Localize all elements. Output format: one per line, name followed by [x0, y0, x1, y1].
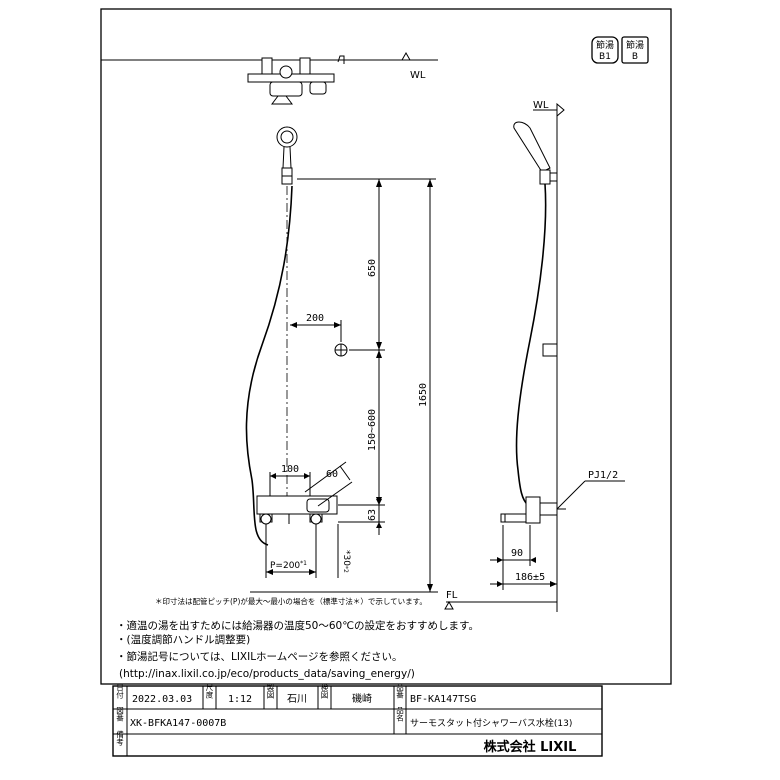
tb-check-label: 検図 — [320, 682, 329, 700]
side-hose — [515, 183, 547, 506]
sheet-frame — [100, 8, 672, 685]
tb-product-label: 品番 — [395, 683, 404, 700]
note-line-4: (http://inax.lixil.co.jp/eco/products_da… — [119, 668, 415, 680]
badge1-top: 節湯 — [596, 39, 614, 51]
front-shower-head — [276, 126, 298, 185]
tb-company: 株式会社 LIXIL — [484, 739, 577, 755]
tb-name: サーモスタット付シャワーバス水栓(13) — [410, 717, 572, 729]
front-top-fixture — [247, 55, 345, 105]
dim-200-text: 200 — [306, 313, 324, 324]
dim-pitch: P=200*1 *30*2 — [265, 524, 351, 578]
fl-label: FL — [446, 590, 458, 601]
dim-150-600: 150~600 — [367, 350, 382, 505]
front-hose — [245, 185, 293, 546]
title-block: 日付 2022.03.03 尺度 1:12 製図 石川 検図 磯崎 品番 BF-… — [112, 682, 603, 757]
dim-186-text: 186±5 — [515, 572, 545, 583]
dim-63-text: 63 — [367, 509, 378, 521]
badge2-top: 節湯 — [626, 39, 644, 51]
note-line-1: ・適温の湯を出すためには給湯器の温度50～60℃の設定をおすすめします。 — [116, 619, 479, 632]
dim-1650: 1650 — [385, 178, 436, 592]
pj-callout: PJ1/2 — [556, 470, 625, 510]
saving-badge-b: 節湯 B — [621, 36, 649, 64]
front-faucet-body — [256, 495, 338, 525]
dim-650-text: 650 — [367, 259, 378, 277]
dim-90-text: 90 — [511, 548, 523, 559]
front-bracket — [334, 343, 348, 357]
pitch-label: P=200*1 — [270, 560, 307, 571]
dim-1650-text: 1650 — [418, 383, 429, 407]
tb-product: BF-KA147TSG — [410, 694, 476, 705]
dim-100: 100 — [269, 464, 311, 496]
tb-check: 磯崎 — [352, 692, 372, 705]
dim-150-600-text: 150~600 — [367, 409, 378, 451]
dim-186: 186±5 — [490, 566, 557, 590]
wl-side-marker: WL — [533, 100, 565, 118]
dim-60-text: 60 — [326, 469, 338, 480]
dim-90: 90 — [490, 525, 536, 566]
side-bracket — [542, 343, 558, 357]
fl-marker: FL — [444, 590, 557, 610]
badge1-bottom: B1 — [599, 52, 611, 62]
pitch-note: *30*2 — [341, 550, 351, 573]
note-line-3: ・節湯記号については、LIXILホームページを参照ください。 — [116, 650, 403, 663]
tb-date-label: 日付 — [115, 683, 124, 700]
tb-scale-label: 尺度 — [205, 683, 214, 700]
tb-drawn-label: 製図 — [266, 682, 275, 700]
notes: ・適温の湯を出すためには給湯器の温度50～60℃の設定をおすすめします。 ・(温… — [116, 619, 479, 680]
dim-200: 200 — [290, 313, 342, 342]
wl-top-marker: WL — [401, 51, 426, 81]
tb-name-label: 品名 — [396, 706, 405, 723]
side-shower-head — [513, 121, 558, 185]
note-line-2: ・(温度調節ハンドル調整要) — [116, 633, 250, 646]
badge2-bottom: B — [632, 52, 638, 62]
footnote-pitch: ＊印寸法は配管ピッチ(P)が最大～最小の場合を（標準寸法＊）で示しています。 — [155, 596, 427, 606]
tb-drawing-label: 図番 — [115, 706, 124, 723]
tb-scale: 1:12 — [228, 694, 252, 705]
tb-date: 2022.03.03 — [132, 694, 192, 705]
dim-63: 63 — [367, 499, 382, 535]
side-faucet — [500, 496, 566, 524]
dim-650: 650 — [367, 179, 382, 350]
tb-drawn: 石川 — [287, 694, 307, 705]
wl-top-label: WL — [410, 70, 426, 81]
dim-60: 60 — [304, 461, 353, 507]
wl-side-label: WL — [533, 100, 549, 111]
pj-label: PJ1/2 — [588, 470, 618, 481]
tb-remarks-label: 備考 — [115, 729, 124, 747]
tb-drawing: XK-BFKA147-0007B — [130, 718, 226, 729]
dim-100-text: 100 — [281, 464, 299, 475]
saving-badge-b1: 節湯 B1 — [591, 36, 619, 64]
